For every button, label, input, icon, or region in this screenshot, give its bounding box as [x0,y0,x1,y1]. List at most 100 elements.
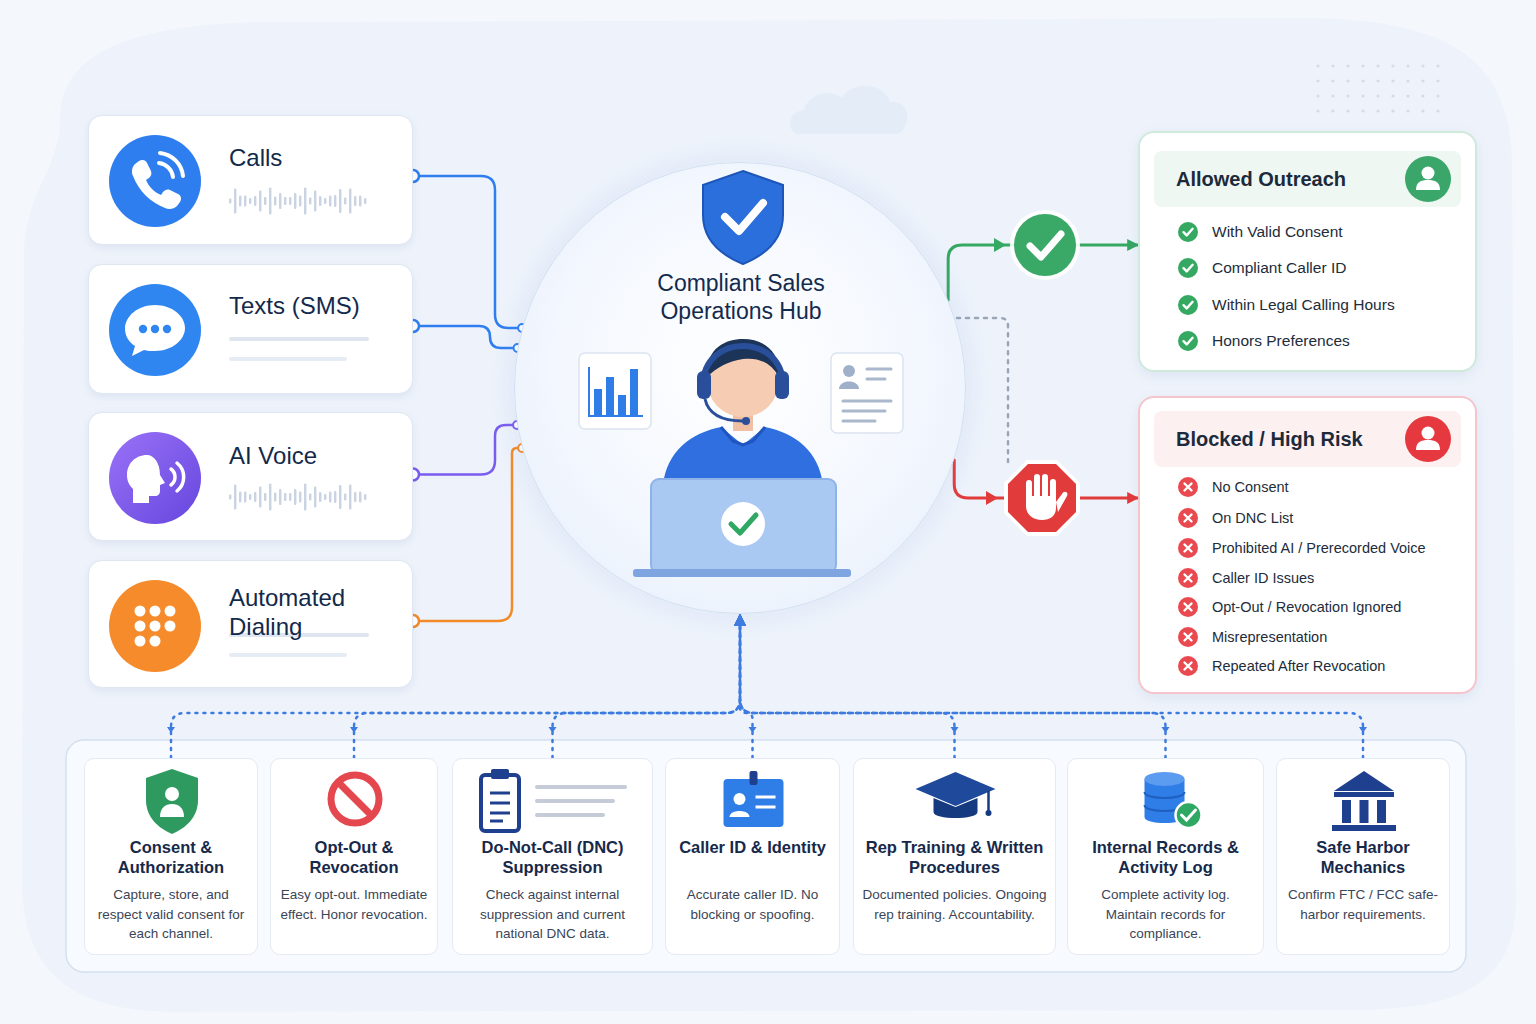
wave-bar [229,495,231,500]
ban-bar [338,782,372,816]
earcup [697,371,711,399]
keypad-dot [150,621,161,632]
panel-header-band: Allowed Outreach [1154,151,1461,207]
wave-bar [339,189,341,213]
earcup [775,371,789,399]
chart-bar [630,369,638,415]
green-arrow-head [994,238,1006,252]
wave-bar [334,491,336,503]
laptop-check-circle [721,502,765,546]
bus-arrow [1162,727,1170,733]
shield [703,171,783,264]
grid-dot [1391,94,1394,97]
icon-circle [109,135,201,227]
check-dot [1178,295,1198,315]
ban-circle [331,775,379,823]
wave-bar [269,188,271,215]
wave-bar [239,196,241,207]
keypad-dot [135,636,146,647]
icon-circle [109,580,201,672]
consent-person [160,804,184,817]
keypad-dot [135,606,146,617]
pillar-card: Internal Records & Activity LogComplete … [1067,758,1264,955]
pillar-icon [271,759,439,839]
allowed-panel: Allowed OutreachWith Valid ConsentCompli… [1138,131,1477,372]
dot-grid [1316,64,1439,112]
pillar-body: Accurate caller ID. No blocking or spoof… [672,885,833,924]
wave-bar [234,189,236,214]
pillar-card: Caller ID & IdentityAccurate caller ID. … [665,758,840,955]
cloud [790,86,908,134]
blocked-panel: Blocked / High RiskNo ConsentOn DNC List… [1138,396,1477,694]
grid-dot [1346,79,1349,82]
check-mark [1184,265,1193,272]
pillar-card: Rep Training & Written ProceduresDocumen… [853,758,1056,955]
grid-dot [1376,94,1379,97]
placeholder-bar [229,337,369,341]
panel-item: Misrepresentation [1212,627,1467,647]
cross-icon [1178,508,1198,528]
grid-dot [1391,64,1394,67]
cross-mark [1185,604,1192,611]
user-circle [1405,156,1451,202]
signal-arc [159,163,173,177]
channel-title: AI Voice [229,441,404,470]
background-blob [22,18,1516,1012]
wave-bar [234,485,236,510]
channel-card: Automated Dialing [88,560,413,688]
user-badge [1405,416,1451,462]
cross-dot [1178,627,1198,647]
keypad-dot [150,606,161,617]
path-part [1056,492,1067,512]
chart-card [579,353,651,429]
cross-mark [1185,484,1192,491]
icon-circle [109,284,201,376]
pillar-icon [1277,759,1451,839]
bubble-dot [163,325,171,333]
bubble-dot [151,325,159,333]
clipboard [481,775,519,831]
pillar-card: Consent & AuthorizationCapture, store, a… [84,758,258,955]
panel-item: Repeated After Revocation [1212,656,1467,676]
pillar-icon [453,759,654,839]
grid-dot [1316,64,1319,67]
grid-dot [1421,79,1424,82]
pillar-card: Safe Harbor MechanicsConfirm FTC / FCC s… [1276,758,1450,955]
wave-bar [359,196,361,207]
grid-dot [1436,109,1439,112]
id-badge [724,779,784,827]
cross-dot [1178,477,1198,497]
stop-hand [1026,474,1067,520]
consent-person [165,787,179,801]
grid-dot [1376,64,1379,67]
panel-item: With Valid Consent [1212,222,1467,242]
cross-icon [1178,597,1198,617]
wave-bar [279,489,281,505]
red-arrow-head [986,491,998,505]
chart-bar [606,377,614,415]
head-glyph [127,455,165,503]
grid-dot [1376,109,1379,112]
wave-bar [329,196,331,207]
panel-item: Prohibited AI / Prerecorded Voice [1212,538,1467,558]
pillar-icon [854,759,1057,839]
wave-bar [304,484,306,511]
user-body [1416,180,1440,190]
connector [740,615,753,758]
phone-glyph [132,160,181,209]
shirt [663,427,823,485]
badge-lines [756,797,776,807]
db-check [1182,810,1196,820]
column [1360,800,1369,823]
wave-bar [339,485,341,509]
roof [1334,771,1394,791]
grid-dot [1316,109,1319,112]
signal-arc [160,153,183,176]
cross-dot [1178,508,1198,528]
channel-title: Automated Dialing [229,583,404,641]
cross-icon [1178,656,1198,676]
pillar-title: Do-Not-Call (DNC) Suppression [459,837,646,879]
wave-bar [354,196,356,206]
wave-bar [264,197,266,205]
cross-mark [1185,663,1192,670]
